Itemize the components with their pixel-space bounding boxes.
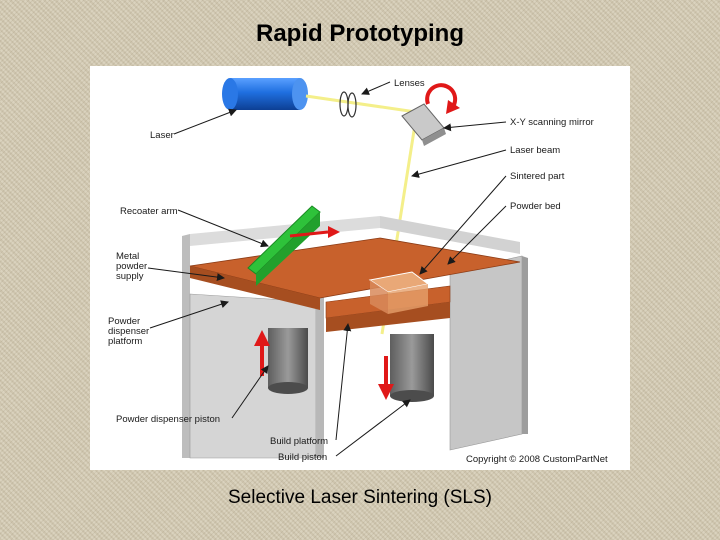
- label-powder-dispenser-platform-1: Powder: [108, 316, 140, 327]
- laser-emitter: [222, 78, 308, 110]
- label-laser-beam: Laser beam: [510, 145, 560, 156]
- machine-walls: [182, 216, 528, 459]
- label-xy-scanning-mirror: X-Y scanning mirror: [510, 117, 594, 128]
- label-powder-dispenser-piston: Powder dispenser piston: [116, 414, 220, 425]
- sintered-part: [368, 271, 430, 314]
- label-powder-dispenser-platform-2: dispenser: [108, 326, 149, 337]
- label-lenses: Lenses: [394, 78, 425, 89]
- xy-scanning-mirror: [401, 83, 460, 146]
- label-metal-powder-supply-1: Metal: [116, 251, 139, 262]
- recoater-arm: [247, 205, 340, 286]
- label-build-piston: Build piston: [278, 452, 327, 463]
- sls-diagram: Lenses Laser X-Y scanning mirror Laser b…: [90, 66, 630, 470]
- copyright-notice: Copyright © 2008 CustomPartNet: [466, 454, 608, 465]
- lenses: [339, 91, 357, 118]
- label-sintered-part: Sintered part: [510, 171, 565, 182]
- label-metal-powder-supply-2: powder: [116, 261, 147, 272]
- label-build-platform: Build platform: [270, 436, 328, 447]
- label-powder-bed: Powder bed: [510, 201, 561, 212]
- label-recoater-arm: Recoater arm: [120, 206, 178, 217]
- pistons: [268, 328, 434, 402]
- leader-lines: [147, 81, 507, 457]
- slide-title: Rapid Prototyping: [256, 20, 464, 47]
- label-powder-dispenser-platform-3: platform: [108, 336, 142, 347]
- label-laser: Laser: [150, 130, 174, 141]
- slide-caption: Selective Laser Sintering (SLS): [227, 487, 492, 508]
- label-metal-powder-supply-3: supply: [116, 271, 144, 282]
